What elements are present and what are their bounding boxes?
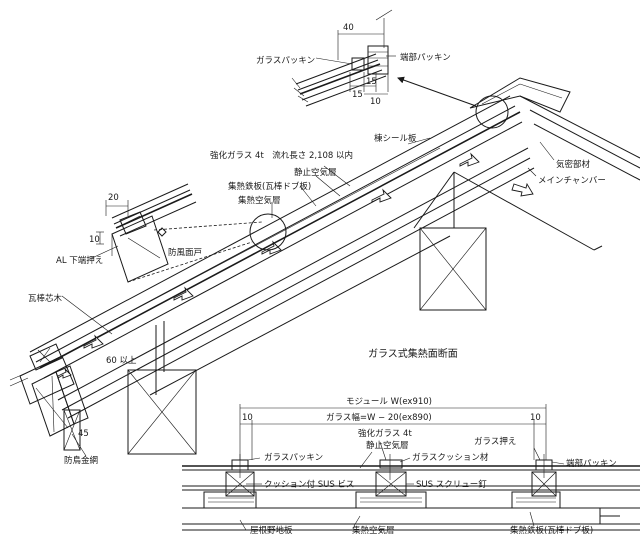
label-dim-10-l: 10	[242, 413, 253, 423]
label-ridge-seal: 棟シール板	[374, 133, 417, 144]
label-module-width: モジュール W(ex910)	[346, 397, 432, 407]
label-end-packing-top: 端部パッキン	[400, 52, 451, 63]
airflow-arrow-4	[371, 188, 392, 203]
label-dim-15a: 15	[352, 90, 363, 100]
label-cushion-sus-screw: クッション付 SUS ビス	[264, 479, 354, 490]
label-glass-width: ガラス幅=W − 20(ex890)	[326, 412, 432, 423]
airflow-arrow-6	[511, 182, 534, 197]
label-dim-40: 40	[343, 23, 354, 33]
label-dim-45: 45	[78, 429, 89, 439]
top-detail	[291, 9, 477, 107]
label-bird-net: 防鳥金網	[64, 455, 98, 466]
airflow-arrow-7	[57, 368, 72, 379]
label-roof-board: 屋根野地板	[250, 525, 293, 536]
section-title: ガラス式集熱面断面	[368, 347, 458, 360]
label-dim-10-left: 10	[89, 235, 100, 245]
label-dim-10-top: 10	[370, 97, 381, 107]
detail-circle-lower	[249, 213, 287, 251]
label-end-packing-bottom: 端部パッキン	[566, 458, 617, 469]
label-windbreak-door: 防風面戸	[168, 247, 202, 258]
label-collector-plate-bottom: 集熱鉄板(瓦棒ドブ板)	[510, 525, 593, 536]
eave-detail	[9, 343, 89, 451]
label-collector-plate-rafter: 集熱鉄板(瓦棒ドブ板)	[228, 181, 311, 192]
label-sus-screw-nail: SUS スクリュー釘	[416, 479, 487, 490]
label-dim-15b: 15	[366, 77, 377, 87]
bottom-section	[182, 404, 640, 531]
roof-slope	[29, 77, 640, 419]
labels: ガラスパッキン 端部パッキン 40 15 15 10 強化ガラス 4t 流れ長さ…	[28, 23, 617, 536]
label-dim-10-r: 10	[530, 413, 541, 423]
label-collector-air: 集熱空気層	[238, 195, 281, 206]
label-glass-packing-top: ガラスパッキン	[256, 55, 315, 66]
label-still-air-lower: 静止空気層	[366, 440, 409, 451]
detail-circle-upper	[475, 95, 509, 129]
airflow-arrows	[57, 152, 534, 379]
label-glass-hold: ガラス押え	[474, 436, 516, 447]
label-main-chamber: メインチャンバー	[538, 176, 606, 186]
label-tempered-glass-length: 強化ガラス 4t 流れ長さ 2,108 以内	[210, 150, 353, 161]
label-glass-cushion: ガラスクッション材	[412, 452, 489, 463]
label-still-air-upper: 静止空気層	[294, 167, 337, 178]
airflow-arrow-5	[459, 152, 480, 167]
leader-lines	[61, 137, 555, 457]
label-glass-packing-bottom: ガラスパッキン	[264, 452, 323, 463]
label-airtight: 気密部材	[556, 159, 591, 170]
airflow-arrow-2	[173, 286, 194, 301]
label-dim-20: 20	[108, 193, 119, 203]
structural-members	[127, 171, 603, 455]
left-detail	[96, 183, 263, 283]
airflow-arrow-1	[83, 334, 104, 349]
label-tempered-glass-4t: 強化ガラス 4t	[358, 428, 412, 439]
label-rafter-core: 瓦棒芯木	[28, 293, 63, 304]
label-al-hold: AL 下端押え	[56, 255, 103, 266]
label-collector-air-bottom: 集熱空気層	[352, 525, 395, 536]
airflow-arrow-3	[261, 240, 282, 255]
label-dim-60: 60 以上	[106, 356, 137, 366]
